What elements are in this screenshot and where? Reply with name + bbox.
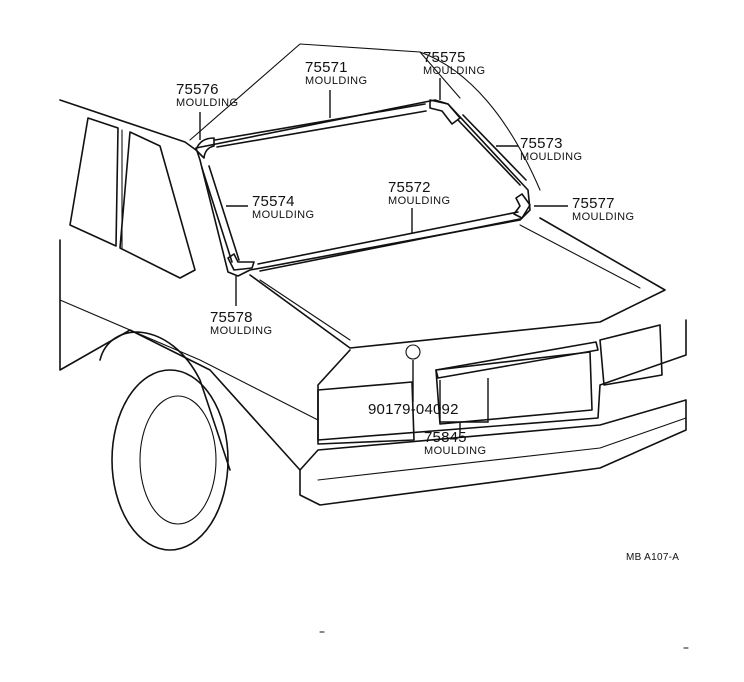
wheel-arch — [99, 331, 231, 471]
part-number: 75576 — [176, 81, 219, 98]
part-number: 75572 — [388, 179, 431, 196]
part-name: MOULDING — [572, 211, 635, 223]
part-number: 75845 — [424, 429, 467, 446]
part-number: 75574 — [252, 193, 295, 210]
callout-90179-04092: 90179-04092 — [368, 402, 459, 417]
part-name: MOULDING — [176, 97, 239, 109]
roof-top-edge — [189, 43, 461, 141]
bumper-line — [317, 417, 687, 481]
moulding-corner-ul — [195, 137, 215, 159]
side-window-rear — [119, 131, 196, 279]
moulding-lower-strip — [257, 211, 521, 272]
garnish-moulding-bar — [435, 341, 599, 379]
part-number: 90179-04092 — [368, 401, 459, 418]
callout-75571: 75571 MOULDING — [305, 60, 367, 87]
trunk-crease — [259, 224, 641, 341]
callout-75575: 75575 MOULDING — [423, 50, 485, 77]
part-name: MOULDING — [252, 209, 315, 221]
rear-tire — [111, 369, 229, 551]
license-plate-recess — [435, 351, 593, 425]
part-name: MOULDING — [388, 195, 451, 207]
side-window-front — [69, 117, 119, 247]
part-number: 75575 — [423, 49, 466, 66]
part-name: MOULDING — [424, 445, 487, 457]
part-name: MOULDING — [520, 151, 583, 163]
rear-bumper — [299, 399, 687, 506]
callout-75577: 75577 MOULDING — [572, 196, 634, 223]
body-side-crease — [59, 299, 319, 421]
rear-panel — [317, 319, 687, 441]
moulding-left-strip — [201, 165, 240, 263]
figure-code: MB A107-A — [626, 552, 680, 563]
part-number: 75573 — [520, 135, 563, 152]
emblem — [405, 344, 421, 360]
leader-75845 — [439, 378, 489, 432]
stray-mark — [319, 631, 689, 649]
part-number: 75571 — [305, 59, 348, 76]
part-number: 75577 — [572, 195, 615, 212]
roof-line — [59, 99, 197, 151]
callout-75578: 75578 MOULDING — [210, 310, 272, 337]
trunk-lid-outline — [249, 217, 666, 349]
moulding-corner-lr — [513, 193, 531, 219]
callout-75574: 75574 MOULDING — [252, 194, 314, 221]
moulding-corner-ll — [227, 253, 255, 271]
tail-lamp-left — [317, 381, 415, 445]
callout-75576: 75576 MOULDING — [176, 82, 238, 109]
part-number: 75578 — [210, 309, 253, 326]
part-name: MOULDING — [305, 75, 368, 87]
callout-75573: 75573 MOULDING — [520, 136, 582, 163]
body-side-lower — [59, 239, 301, 471]
moulding-right-strip — [457, 114, 527, 186]
wheel-rim — [139, 395, 217, 525]
part-name: MOULDING — [210, 325, 273, 337]
moulding-upper-strip — [214, 103, 427, 148]
callout-75845: 75845 MOULDING — [424, 430, 486, 457]
roof-rear-edge — [419, 51, 541, 191]
callout-75572: 75572 MOULDING — [388, 180, 450, 207]
part-name: MOULDING — [423, 65, 486, 77]
moulding-corner-ur — [429, 99, 461, 125]
tail-lamp-right — [599, 324, 663, 386]
